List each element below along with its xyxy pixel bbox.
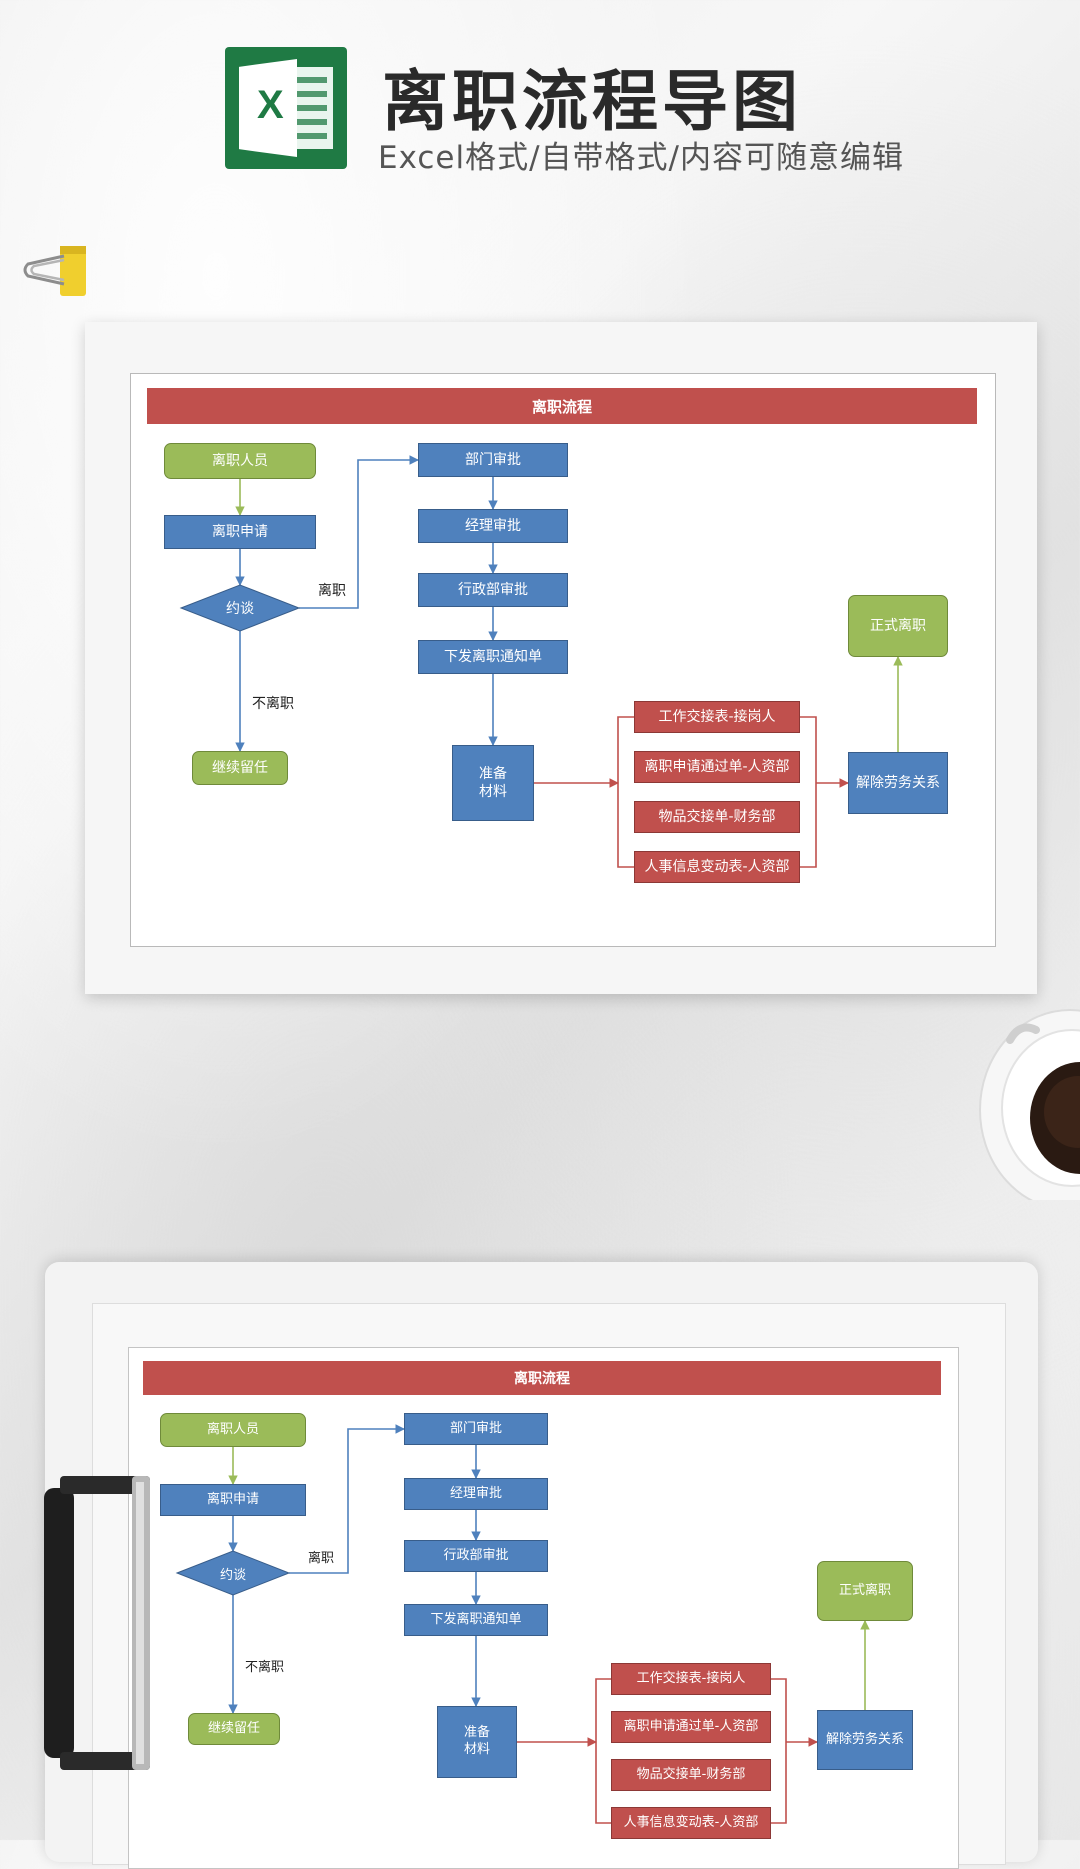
node-dept-approval: 部门审批 (418, 443, 568, 477)
node-manager-approval: 经理审批 (418, 509, 568, 543)
flowchart-title: 离职流程 (147, 388, 977, 424)
page-subtitle: Excel格式/自带格式/内容可随意编辑 (378, 140, 905, 176)
edge-label-leave: 离职 (308, 1551, 335, 1566)
coffee-cup-icon (979, 1009, 1080, 1200)
node-prepare: 准备 材料 (452, 745, 534, 821)
node-dept-approval: 部门审批 (404, 1413, 548, 1445)
node-manager-approval: 经理审批 (404, 1478, 548, 1510)
edge-label-leave: 离职 (318, 583, 346, 599)
node-apply: 离职申请 (164, 515, 316, 549)
node-employee: 离职人员 (160, 1413, 306, 1447)
clipboard-clip-icon (44, 1476, 150, 1770)
node-notice: 下发离职通知单 (418, 640, 568, 674)
node-admin-approval: 行政部审批 (404, 1540, 548, 1572)
node-material-4: 人事信息变动表-人资部 (611, 1807, 771, 1839)
node-stay: 继续留任 (188, 1713, 280, 1745)
decision-diamond (175, 1550, 291, 1596)
excel-logo: X (225, 47, 347, 169)
node-final: 正式离职 (848, 595, 948, 657)
bracket-left (617, 716, 634, 868)
node-material-4: 人事信息变动表-人资部 (634, 851, 800, 883)
node-terminate: 解除劳务关系 (848, 752, 948, 814)
node-material-1: 工作交接表-接岗人 (634, 701, 800, 733)
edge-interview-dept (289, 1424, 405, 1574)
flowchart-title: 离职流程 (143, 1361, 941, 1395)
node-final: 正式离职 (817, 1561, 913, 1621)
node-material-3: 物品交接单-财务部 (634, 801, 800, 833)
node-interview: 约谈 (226, 601, 254, 617)
logo-book (239, 59, 297, 157)
node-prepare: 准备 材料 (437, 1706, 517, 1778)
node-material-2: 离职申请通过单-人资部 (634, 751, 800, 783)
node-material-1: 工作交接表-接岗人 (611, 1663, 771, 1695)
edge-label-not-leave: 不离职 (245, 1660, 285, 1675)
node-material-2: 离职申请通过单-人资部 (611, 1711, 771, 1743)
node-notice: 下发离职通知单 (404, 1604, 548, 1636)
logo-letter: X (257, 83, 284, 127)
node-admin-approval: 行政部审批 (418, 573, 568, 607)
bracket-left (595, 1678, 611, 1824)
edge-interview-dept (299, 455, 419, 609)
node-interview: 约谈 (219, 1567, 246, 1583)
binder-clip-icon (23, 246, 86, 296)
node-apply: 离职申请 (160, 1484, 306, 1516)
page-title: 离职流程导图 (382, 63, 802, 140)
node-material-3: 物品交接单-财务部 (611, 1759, 771, 1791)
node-terminate: 解除劳务关系 (817, 1710, 913, 1770)
decision-diamond (179, 584, 301, 632)
edge-label-not-leave: 不离职 (252, 696, 294, 712)
bracket-right (800, 716, 817, 868)
node-stay: 继续留任 (192, 751, 288, 785)
node-employee: 离职人员 (164, 443, 316, 479)
bracket-right (771, 1678, 787, 1824)
